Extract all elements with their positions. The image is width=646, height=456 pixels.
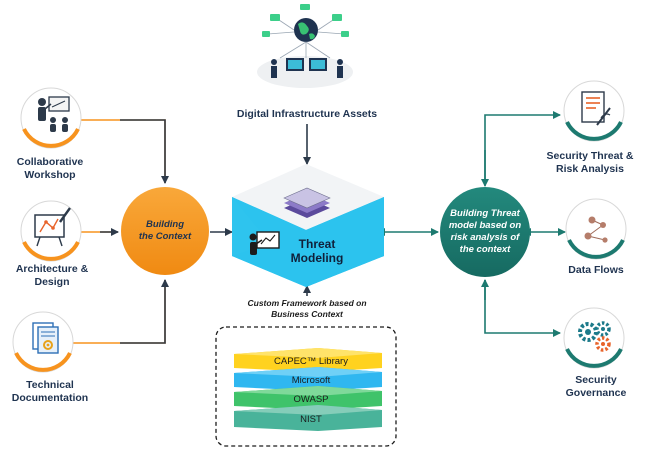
governance-label-line1: Security xyxy=(575,374,617,386)
data-flows-icon xyxy=(584,216,608,243)
building-context-line2: the Context xyxy=(138,231,192,242)
building-context-node xyxy=(121,187,209,275)
workshop-node xyxy=(20,87,82,149)
framework-caption-line1: Custom Framework based on xyxy=(247,298,367,308)
governance-node xyxy=(563,307,625,369)
connector-model-to-governance xyxy=(481,279,561,337)
gears-icon xyxy=(578,321,611,352)
workshop-presentation-icon xyxy=(38,96,70,132)
documentation-label: Technical Documentation xyxy=(0,379,100,405)
digital-assets-label: Digital Infrastructure Assets xyxy=(236,108,378,120)
building-context-line1: Building xyxy=(146,219,184,230)
framework-layer-capec-label: CAPEC™ Library xyxy=(274,356,348,367)
building-context-label: Building the Context xyxy=(121,219,209,243)
architecture-label: Architecture & Design xyxy=(0,263,104,289)
governance-label-line2: Governance xyxy=(565,387,627,399)
governance-label: Security Governance xyxy=(546,374,646,400)
risk-analysis-label-line1: Security Threat & xyxy=(546,150,634,162)
risk-analysis-label: Security Threat & Risk Analysis xyxy=(536,150,644,176)
digital-infrastructure-icon xyxy=(257,4,353,88)
framework-caption: Custom Framework based on Business Conte… xyxy=(220,298,394,320)
workshop-label-line1: Collaborative xyxy=(16,156,84,168)
threat-modeling-line2: Modeling xyxy=(290,251,344,265)
risk-analysis-label-line2: Risk Analysis xyxy=(556,163,624,175)
documentation-node xyxy=(12,311,74,373)
data-flows-label: Data Flows xyxy=(568,264,624,276)
workshop-label-line2: Workshop xyxy=(24,169,76,181)
building-threat-model-line1: Building Threat xyxy=(450,208,520,219)
framework-layer-nist xyxy=(234,405,382,431)
framework-caption-line2: Business Context xyxy=(271,309,343,319)
threat-modeling-cube xyxy=(232,164,384,287)
data-flows-node xyxy=(565,198,627,260)
workshop-label: Collaborative Workshop xyxy=(0,156,100,182)
building-threat-model-line4: the context xyxy=(459,244,511,255)
framework-layer-owasp xyxy=(234,386,382,410)
architecture-design-icon xyxy=(34,207,71,247)
architecture-node xyxy=(20,200,82,262)
building-threat-model-line2: model based on xyxy=(448,220,522,231)
risk-analysis-node xyxy=(563,80,625,142)
framework-layer-owasp-label: OWASP xyxy=(293,394,329,405)
documentation-label-line1: Technical xyxy=(26,379,74,391)
framework-layer-capec xyxy=(234,348,382,372)
threat-modeling-icon xyxy=(249,231,280,255)
connector-model-to-risk xyxy=(481,111,561,187)
architecture-label-line2: Design xyxy=(34,276,70,288)
technical-documentation-icon xyxy=(32,322,59,354)
threat-modeling-line1: Threat xyxy=(298,237,336,251)
building-threat-model-label: Building Threat model based on risk anal… xyxy=(440,208,530,256)
connector-workshop xyxy=(80,119,169,184)
building-threat-model-line3: risk analysis of xyxy=(450,232,520,243)
connector-documentation xyxy=(72,279,169,344)
architecture-label-line1: Architecture & xyxy=(15,263,89,275)
documentation-label-line2: Documentation xyxy=(11,392,89,404)
building-threat-model-node xyxy=(440,187,530,277)
framework-layer-nist-label: NIST xyxy=(300,414,322,425)
risk-analysis-document-icon xyxy=(581,91,611,126)
framework-layer-microsoft xyxy=(234,367,382,391)
threat-modeling-label: Threat Modeling xyxy=(282,237,352,265)
framework-layer-microsoft-label: Microsoft xyxy=(291,375,331,386)
framework-box xyxy=(215,326,397,447)
